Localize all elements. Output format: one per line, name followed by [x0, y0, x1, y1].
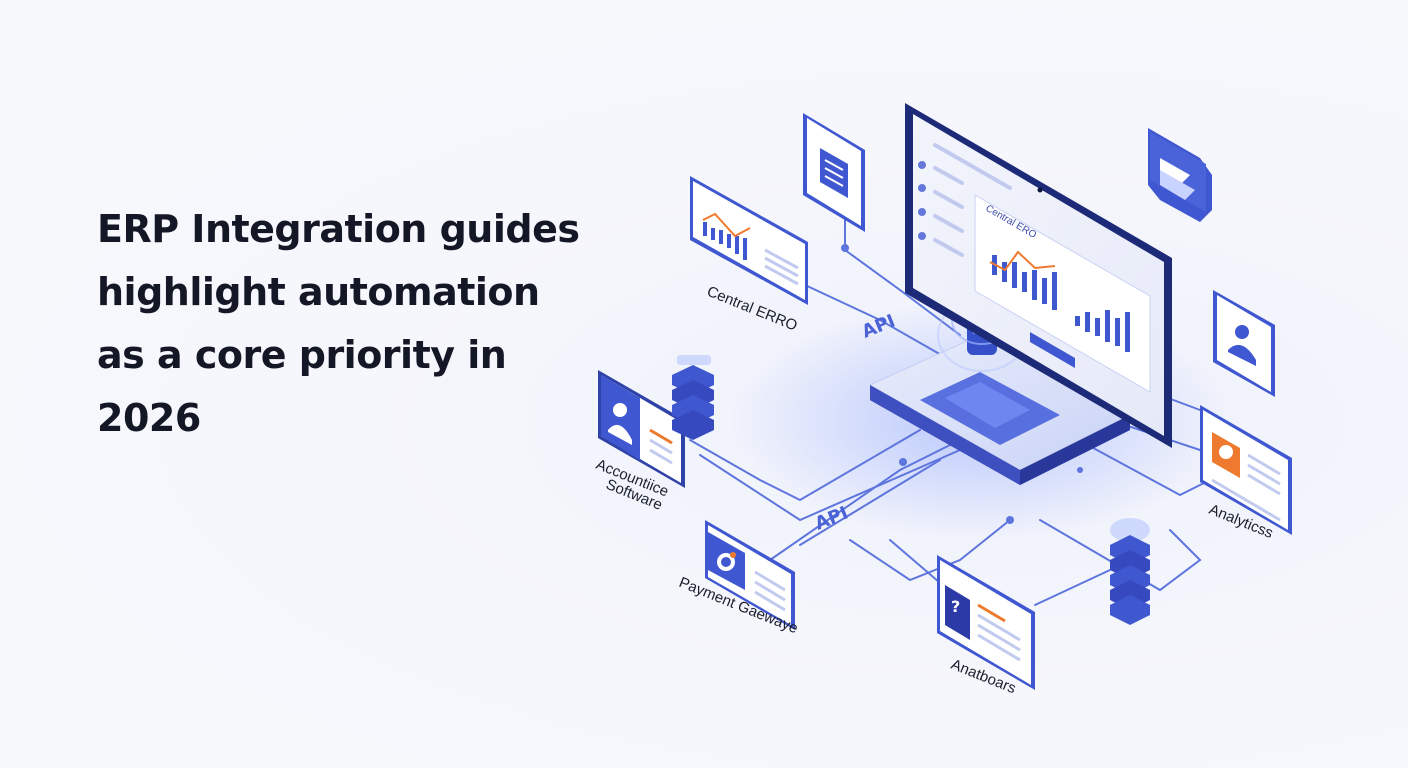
screen-trend-line	[989, 250, 1056, 272]
user-icon	[613, 403, 627, 417]
line-accounting	[689, 429, 921, 502]
screen-sidebar	[918, 161, 926, 240]
database-stack-left	[672, 355, 714, 440]
line-clipboard	[844, 214, 961, 336]
line-accounting-2	[699, 449, 961, 522]
screen-bar-chart-2	[1075, 310, 1130, 352]
screen-menu-lines	[933, 143, 1012, 257]
bar-chart-icon	[703, 222, 747, 260]
layers-tile	[1148, 128, 1212, 222]
person-icon	[1235, 325, 1249, 339]
database-stack-right	[1110, 518, 1150, 625]
headline-line-2: highlight automation	[97, 270, 540, 314]
central-erp-card	[690, 176, 808, 305]
headline: ERP Integration guides highlight automat…	[97, 198, 617, 450]
layers-icon	[1160, 158, 1190, 185]
person-tile	[1213, 290, 1275, 397]
payment-card	[705, 520, 795, 630]
webcam	[1037, 187, 1043, 193]
headline-line-3: as a core priority in	[97, 333, 507, 377]
question-icon: ?	[951, 597, 960, 616]
dashboards-card: ?	[937, 555, 1035, 690]
line-central	[804, 284, 951, 361]
line-bottom	[849, 519, 1011, 582]
line-dashboards	[1034, 569, 1111, 606]
headline-line-4: 2026	[97, 396, 201, 440]
screen-button	[1030, 332, 1075, 368]
screen-panel	[974, 194, 1151, 393]
headline-line-1: ERP Integration guides	[97, 207, 580, 251]
line-payment-2	[799, 459, 941, 546]
accounting-card	[598, 370, 685, 488]
monitor: Central ERO	[905, 103, 1172, 448]
database-icon	[672, 410, 714, 440]
analytics-card	[1200, 405, 1292, 535]
line-analytics-db	[1039, 519, 1202, 592]
hub-platform	[868, 295, 1132, 485]
clipboard-tile	[803, 113, 865, 232]
